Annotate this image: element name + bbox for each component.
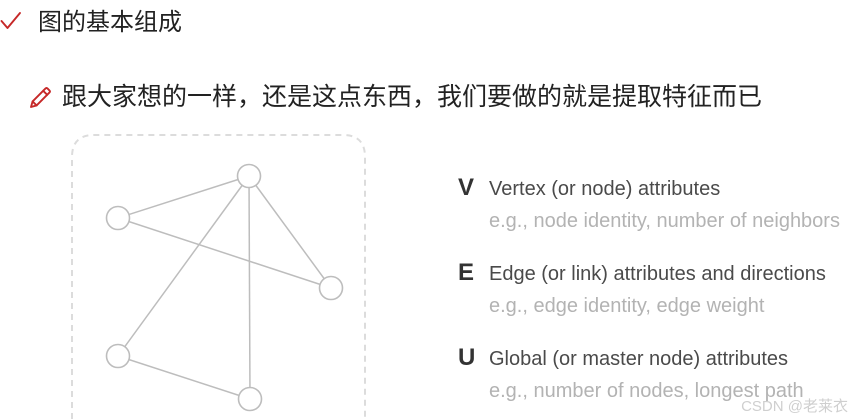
- attribute-row-edge: E Edge (or link) attributes and directio…: [458, 259, 826, 320]
- attribute-description: Vertex (or node) attributes e.g., node i…: [489, 175, 840, 235]
- watermark: CSDN @老莱衣: [741, 398, 848, 415]
- graph-node: [237, 386, 263, 412]
- section-heading: 图的基本组成: [38, 8, 182, 36]
- attribute-title: Vertex (or node) attributes: [489, 178, 721, 200]
- attribute-letter: U: [458, 344, 476, 371]
- diagram-frame: [71, 134, 366, 419]
- graph-diagram: [71, 134, 366, 419]
- attribute-title: Edge (or link) attributes and directions: [489, 263, 826, 285]
- graph-edge: [117, 175, 250, 357]
- attribute-description: Edge (or link) attributes and directions…: [489, 260, 826, 320]
- attribute-letter: E: [458, 259, 475, 286]
- attribute-title: Global (or master node) attributes: [489, 348, 789, 370]
- graph-node: [105, 205, 131, 231]
- pencil-tip-line: [31, 100, 38, 107]
- attribute-example: e.g., number of nodes, longest path: [489, 380, 804, 402]
- graph-node: [105, 343, 131, 369]
- pencil-eraser-line: [42, 89, 49, 96]
- check-mark-stroke: [0, 12, 21, 29]
- graph-edge: [248, 175, 251, 400]
- attribute-example: e.g., edge identity, edge weight: [489, 295, 765, 317]
- attribute-letter: V: [458, 174, 475, 201]
- graph-node: [236, 163, 262, 189]
- attribute-row-global: U Global (or master node) attributes e.g…: [458, 344, 804, 405]
- attribute-description: Global (or master node) attributes e.g.,…: [489, 345, 804, 405]
- check-icon: [0, 12, 21, 29]
- pencil-icon: [30, 87, 51, 108]
- graph-edge: [248, 175, 332, 289]
- note-text: 跟大家想的一样，还是这点东西，我们要做的就是提取特征而已: [62, 82, 763, 111]
- graph-edge: [117, 175, 250, 219]
- attribute-example: e.g., node identity, number of neighbors: [489, 210, 840, 232]
- pencil-body: [30, 87, 51, 108]
- graph-edge: [117, 217, 332, 289]
- attribute-row-vertex: V Vertex (or node) attributes e.g., node…: [458, 174, 840, 235]
- graph-edge: [117, 355, 251, 400]
- graph-node: [318, 275, 344, 301]
